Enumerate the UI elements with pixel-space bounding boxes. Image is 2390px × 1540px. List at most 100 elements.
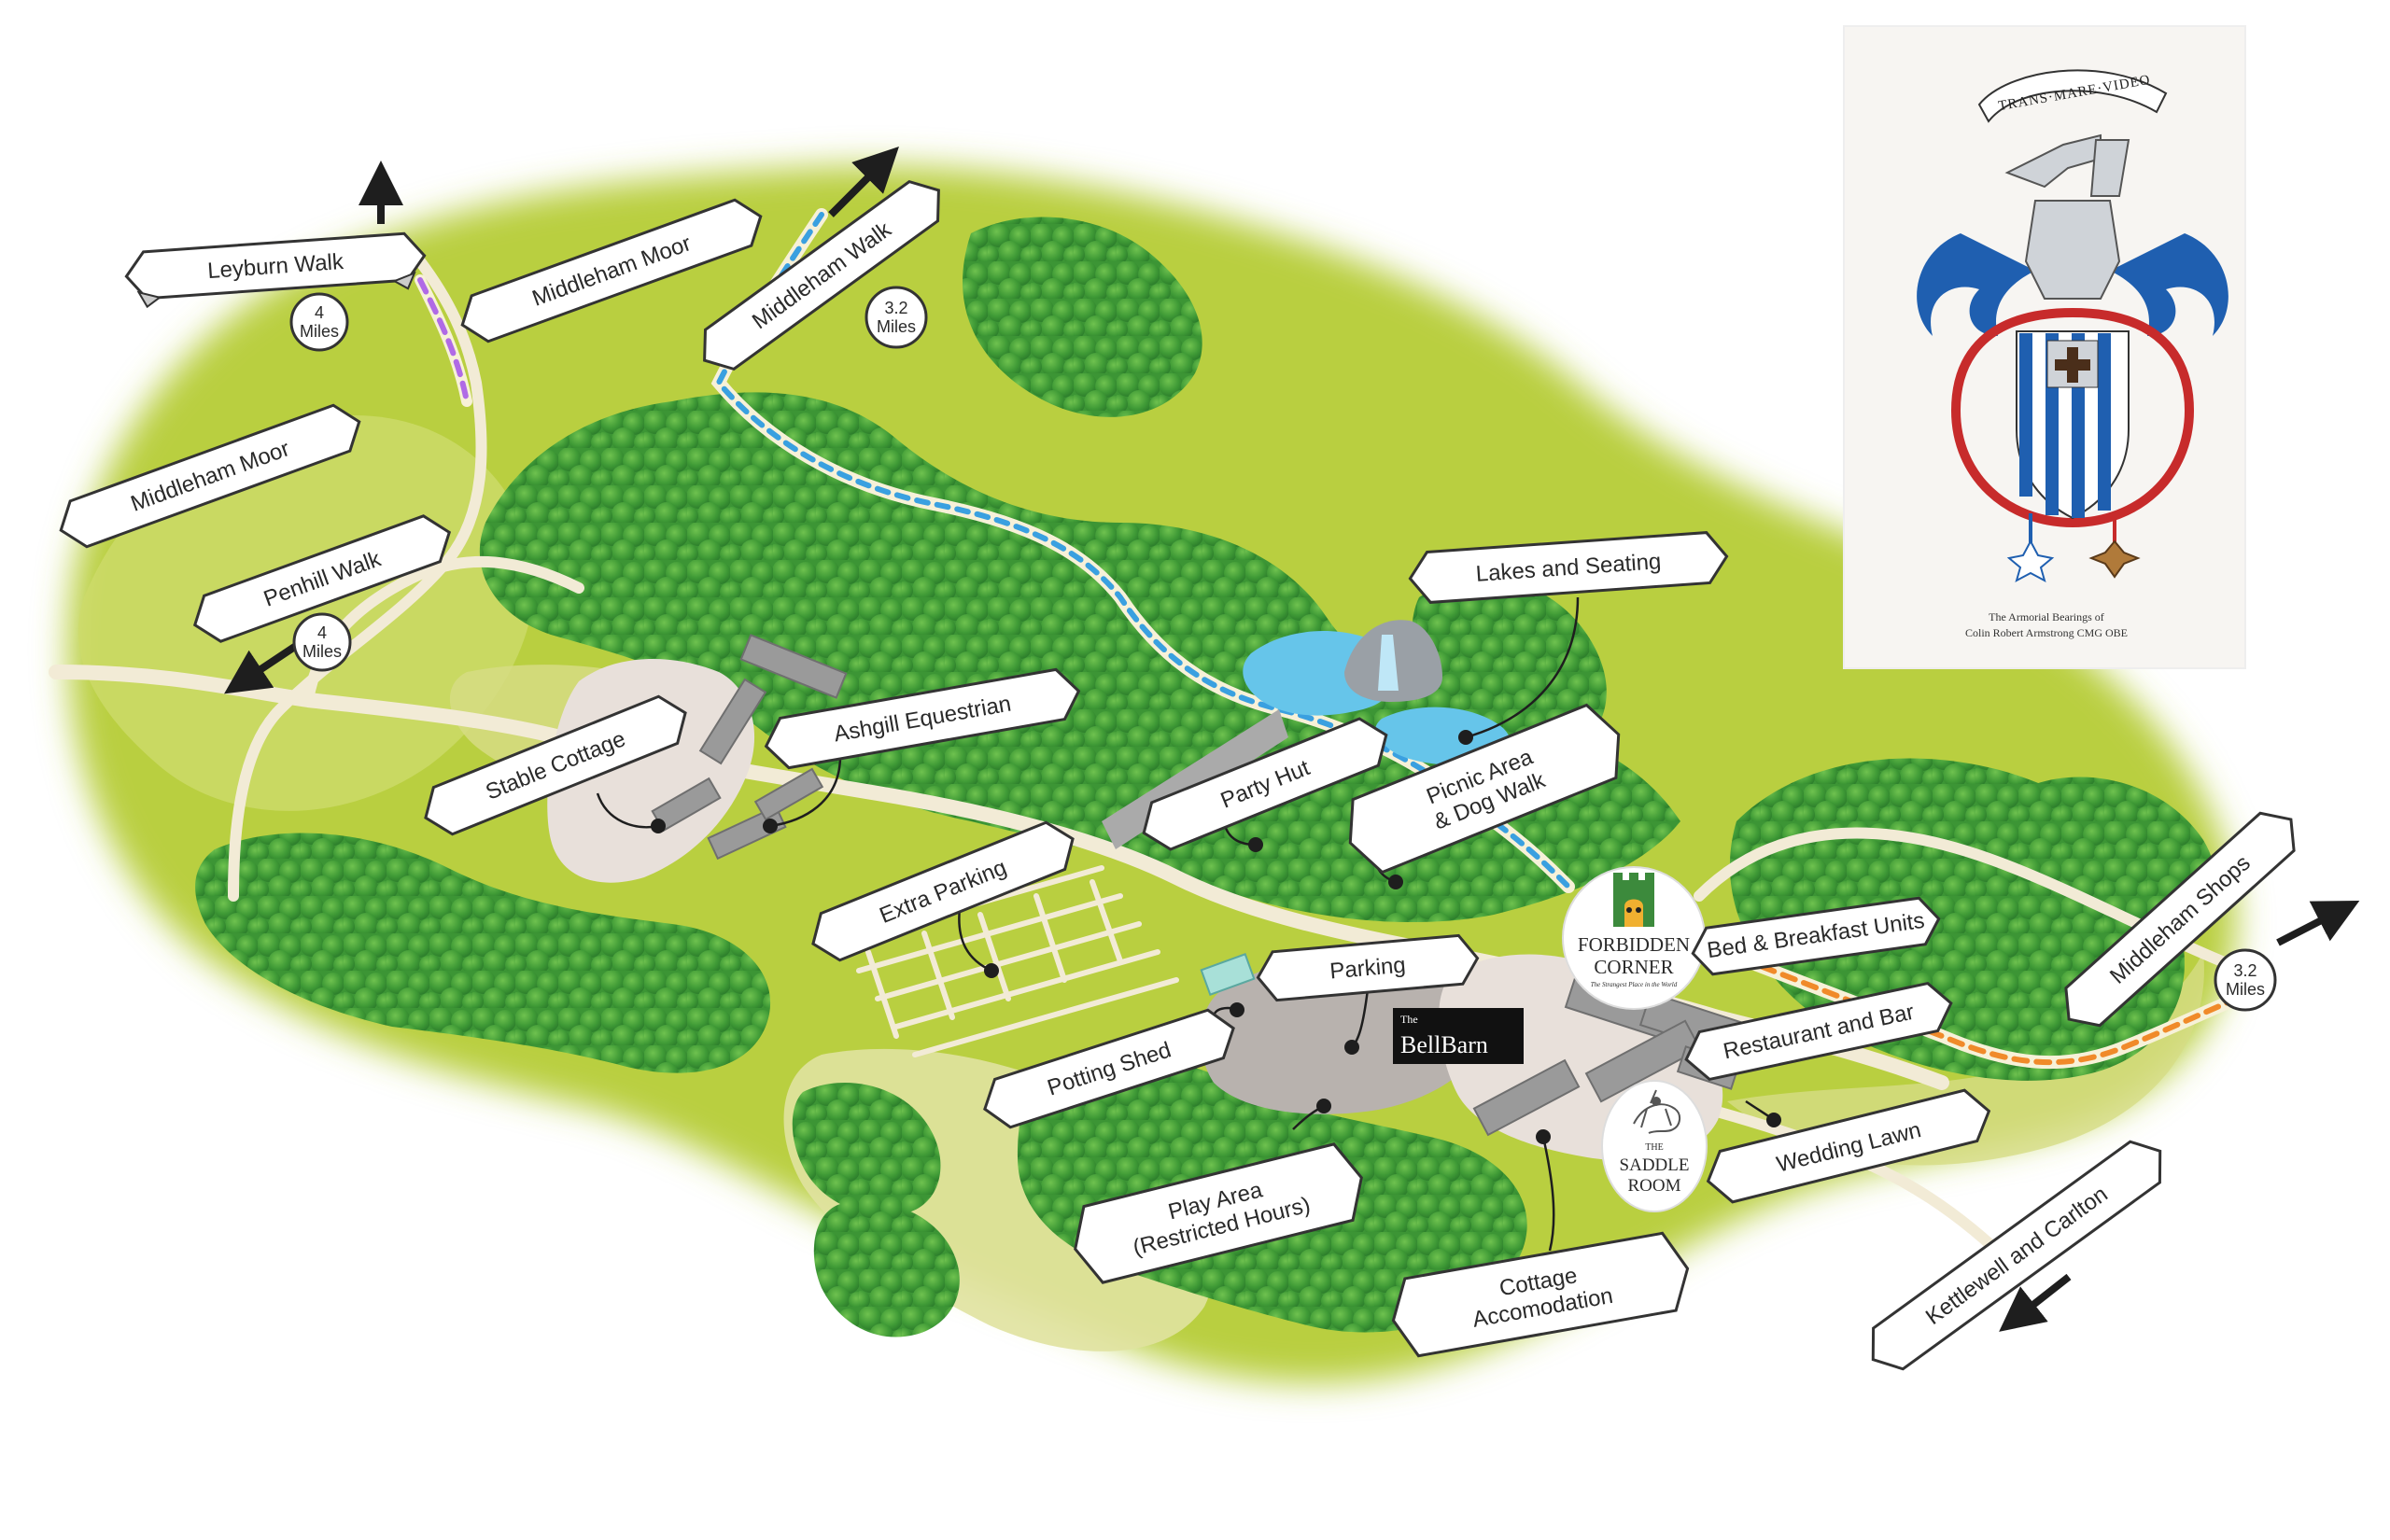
leyburn-dist-unit: Miles xyxy=(300,322,339,341)
location-dots xyxy=(651,730,1781,1144)
shield-cross xyxy=(2055,347,2090,383)
stable-buildings xyxy=(651,634,848,861)
ribbon-shape xyxy=(1408,531,1729,604)
ribbon-shape xyxy=(1871,1140,2162,1371)
middleham-shops-dist-unit: Miles xyxy=(2226,980,2265,999)
location-dot xyxy=(1316,1099,1331,1113)
distance-disc xyxy=(289,292,349,352)
location-dot xyxy=(1230,1002,1244,1017)
forest-south-center xyxy=(792,1083,941,1216)
ribbon-shape xyxy=(1391,1231,1690,1358)
label-parking[interactable]: Parking xyxy=(1256,933,1480,1002)
location-dot xyxy=(763,819,778,833)
location-dot xyxy=(1344,1040,1359,1055)
label-cottage-accomodation[interactable]: Cottage Accomodation xyxy=(1386,1230,1694,1359)
ribbon-shape xyxy=(1142,717,1388,851)
leyburn-dist-num: 4 xyxy=(315,303,324,322)
label-play-area[interactable]: Play Area (Restricted Hours) xyxy=(1066,1140,1371,1287)
middleham-shops-distance: 3.2 Miles xyxy=(2214,948,2277,1012)
arrow-icon xyxy=(1999,1273,2072,1332)
castle-gate-icon xyxy=(1613,873,1654,927)
ribbon-shape xyxy=(2064,811,2296,1028)
ribbon-shape xyxy=(1074,1142,1363,1284)
ribbon-shape xyxy=(1691,896,1941,976)
middleham-walk-distance: 3.2 Miles xyxy=(865,286,928,349)
location-dot xyxy=(1458,730,1473,745)
location-dot xyxy=(1388,875,1403,889)
ribbon-shape xyxy=(59,403,361,549)
middleham-shops-dist-num: 3.2 xyxy=(2233,961,2256,980)
stable-yard xyxy=(547,659,755,883)
ribbon-shape xyxy=(703,179,940,371)
forbidden-corner-logo: FORBIDDEN CORNER The Strangest Place in … xyxy=(1562,866,1706,1010)
garter-ring xyxy=(1950,307,2195,528)
ribbon-shape xyxy=(764,667,1081,770)
distance-disc xyxy=(2214,948,2277,1012)
label-kettlewell[interactable]: Kettlewell and Carlton xyxy=(1858,1130,2174,1379)
horse-rider-icon xyxy=(1633,1089,1680,1134)
greenhouse xyxy=(1200,953,1256,996)
kettlewell-text: Kettlewell and Carlton xyxy=(1921,1182,2113,1330)
leyburn-distance: 4 Miles xyxy=(289,292,349,352)
ribbon-shape xyxy=(460,198,763,343)
location-dot xyxy=(1536,1129,1551,1144)
road-east-link xyxy=(1694,827,2228,967)
building-block xyxy=(753,767,824,821)
arrow-icon xyxy=(828,147,899,217)
label-leyburn-walk[interactable]: Leyburn Walk xyxy=(124,231,427,309)
coat-of-arms-icon xyxy=(1917,133,2228,582)
saddle-line1: SADDLE xyxy=(1620,1155,1690,1175)
field-right xyxy=(1727,952,2204,1166)
ribbon-shape xyxy=(424,694,687,836)
mantling-right xyxy=(2110,233,2228,336)
forest-west-edge xyxy=(813,1201,960,1337)
crest-caption-line1: The Armorial Bearings of xyxy=(1989,610,2104,623)
mantling-left xyxy=(1917,233,2035,336)
shield-stripe xyxy=(2098,333,2111,511)
leader-line xyxy=(1541,1136,1555,1252)
middleham-walk-dist-unit: Miles xyxy=(877,317,916,336)
ribbon-shape xyxy=(1684,981,1953,1082)
crest-arm xyxy=(2089,139,2130,197)
medal xyxy=(2088,539,2141,579)
ribbon-shape xyxy=(811,820,1075,962)
crest-panel: TRANS·MARE·VIDEO The Armorial Bearings o… xyxy=(1843,25,2246,669)
ribbon-shape xyxy=(192,514,452,643)
penhill-distance: 4 Miles xyxy=(292,612,352,672)
motto-scroll xyxy=(1977,69,2168,123)
leader-line xyxy=(1465,596,1580,739)
label-lakes-and-seating[interactable]: Lakes and Seating xyxy=(1408,531,1729,604)
ribbon-shape xyxy=(1256,933,1480,1002)
waterfall xyxy=(1378,635,1399,691)
leader-line xyxy=(769,755,842,828)
label-picnic-area[interactable]: Picnic Area & Dog Walk xyxy=(1336,698,1634,879)
helmet xyxy=(2024,200,2121,300)
ribbon-shape xyxy=(1706,1088,1991,1204)
distance-disc xyxy=(292,612,352,672)
logo-disc xyxy=(1601,1080,1708,1212)
building-block xyxy=(1584,1019,1702,1103)
distance-disc xyxy=(865,286,928,349)
building-block xyxy=(1472,1058,1581,1137)
bellbarn-logo: The BellBarn xyxy=(1393,1008,1524,1064)
building-block xyxy=(698,678,767,765)
ribbon-tail xyxy=(136,271,416,309)
penhill-dist-unit: Miles xyxy=(302,642,342,661)
location-dot xyxy=(651,819,666,833)
building-block xyxy=(739,634,848,699)
location-dot xyxy=(984,963,999,978)
saddle-the: THE xyxy=(1645,1142,1663,1153)
walk-arrows xyxy=(224,147,2360,1332)
middleham-walk-dist-num: 3.2 xyxy=(884,299,907,317)
label-extra-parking[interactable]: Extra Parking xyxy=(804,816,1082,967)
penhill-dist-num: 4 xyxy=(317,623,327,642)
route-middleham-shops-dash xyxy=(1696,940,2262,1066)
forest-northeast xyxy=(963,217,1202,417)
arrow-icon xyxy=(224,640,302,694)
saddle-line2: ROOM xyxy=(1627,1176,1680,1196)
location-dot xyxy=(1248,837,1263,852)
ribbon-shape xyxy=(1348,703,1621,875)
arrow-icon xyxy=(2276,901,2360,946)
medal xyxy=(2006,539,2055,582)
